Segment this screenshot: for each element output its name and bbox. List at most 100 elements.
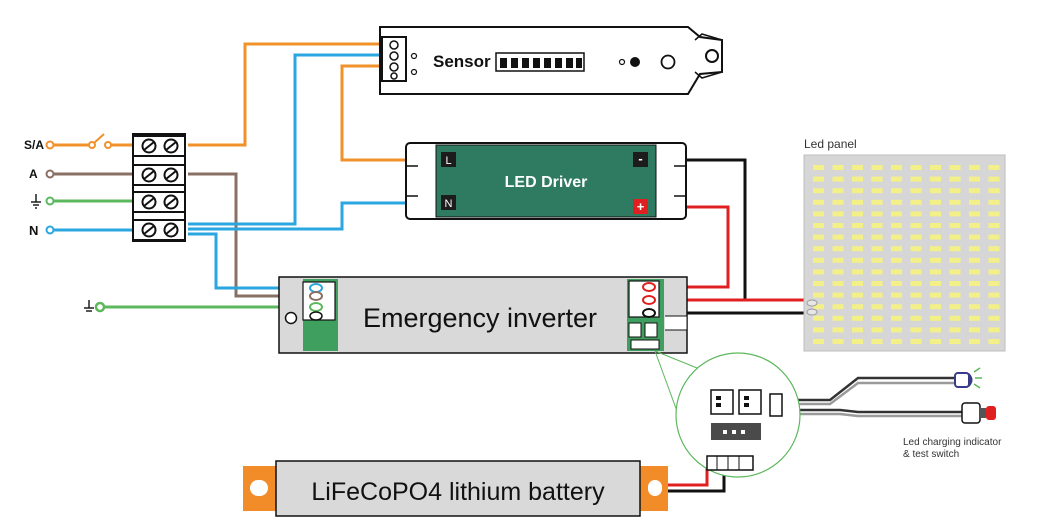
driver-terminal-l-label: L bbox=[445, 155, 451, 167]
led-chip bbox=[988, 246, 1000, 252]
led-chip bbox=[871, 281, 883, 286]
led-chip bbox=[949, 199, 961, 205]
led-chip bbox=[813, 339, 824, 344]
led-chip bbox=[910, 269, 922, 275]
led-chip bbox=[910, 246, 922, 252]
led-chip bbox=[852, 292, 863, 298]
led-chip bbox=[930, 176, 941, 182]
led-chip bbox=[910, 327, 922, 333]
led-chip bbox=[988, 257, 1000, 263]
led-chip bbox=[969, 234, 980, 240]
led-chip bbox=[969, 269, 980, 275]
led-chip bbox=[891, 292, 902, 298]
led-chip bbox=[871, 257, 883, 263]
led-chip bbox=[813, 199, 824, 205]
led-chip bbox=[832, 176, 844, 182]
inverter-earth-terminal bbox=[94, 301, 106, 313]
panel-label: Led panel bbox=[804, 137, 857, 151]
led-chip bbox=[930, 315, 941, 321]
led-chip bbox=[871, 304, 883, 310]
earth-icon bbox=[31, 194, 41, 209]
driver-terminal-plus bbox=[633, 199, 648, 214]
led-chip bbox=[871, 176, 883, 182]
led-chip bbox=[910, 176, 922, 182]
led-chip bbox=[813, 234, 824, 240]
terminal-block-row bbox=[132, 191, 186, 213]
led-chip bbox=[871, 165, 883, 170]
led-chip bbox=[949, 281, 961, 286]
led-chip bbox=[813, 165, 824, 170]
led-chip bbox=[852, 327, 863, 333]
led-chip bbox=[813, 257, 824, 263]
led-chip bbox=[930, 327, 941, 333]
led-chip bbox=[832, 269, 844, 275]
led-chip bbox=[949, 257, 961, 263]
led-chip bbox=[969, 304, 980, 310]
wire-indicator bbox=[782, 376, 962, 418]
led-chip bbox=[988, 165, 1000, 170]
led-chip bbox=[969, 281, 980, 286]
driver-terminal-minus-label: - bbox=[638, 151, 642, 166]
led-chip bbox=[930, 199, 941, 205]
led-chip bbox=[891, 339, 902, 344]
led-chip bbox=[910, 257, 922, 263]
led-chip bbox=[969, 292, 980, 298]
led-chip bbox=[832, 211, 844, 217]
led-chip bbox=[813, 292, 824, 298]
led-chip bbox=[988, 199, 1000, 205]
led-chip bbox=[852, 304, 863, 310]
driver-terminal-n bbox=[441, 195, 456, 210]
led-chip bbox=[813, 269, 824, 275]
sensor-lens-icon bbox=[630, 57, 640, 67]
led-chip bbox=[852, 165, 863, 170]
led-chip bbox=[852, 199, 863, 205]
led-chip bbox=[891, 269, 902, 275]
led-chip bbox=[949, 327, 961, 333]
led-chip bbox=[813, 315, 824, 321]
led-chip bbox=[832, 188, 844, 194]
led-chip bbox=[988, 269, 1000, 275]
led-chip bbox=[910, 223, 922, 228]
led-chip bbox=[930, 269, 941, 275]
led-chip bbox=[969, 199, 980, 205]
led-chip bbox=[949, 165, 961, 170]
led-chip bbox=[930, 223, 941, 228]
led-chip bbox=[852, 246, 863, 252]
led-chip bbox=[832, 246, 844, 252]
led-chip bbox=[891, 327, 902, 333]
led-chip bbox=[813, 327, 824, 333]
led-chip bbox=[969, 211, 980, 217]
sensor-label: Sensor bbox=[433, 52, 491, 71]
led-chip bbox=[891, 223, 902, 228]
led-chip bbox=[832, 327, 844, 333]
led-chip bbox=[832, 281, 844, 286]
led-chip bbox=[871, 339, 883, 344]
led-chip bbox=[832, 315, 844, 321]
led-chip bbox=[949, 292, 961, 298]
led-chip bbox=[969, 188, 980, 194]
led-chip bbox=[969, 246, 980, 252]
led-chip bbox=[832, 292, 844, 298]
led-chip bbox=[832, 304, 844, 310]
led-chip bbox=[813, 246, 824, 252]
led-chip bbox=[832, 234, 844, 240]
led-chip bbox=[813, 176, 824, 182]
terminal-block-row bbox=[132, 164, 186, 186]
charging-led-icon bbox=[954, 367, 982, 389]
led-chip bbox=[832, 257, 844, 263]
led-chip bbox=[969, 315, 980, 321]
led-chip bbox=[910, 281, 922, 286]
dip-switch-icon bbox=[495, 52, 585, 72]
battery-label: LiFeCoPO4 lithium battery bbox=[311, 478, 605, 506]
led-chip bbox=[930, 211, 941, 217]
led-chip bbox=[891, 281, 902, 286]
led-chip bbox=[891, 315, 902, 321]
led-chip bbox=[988, 211, 1000, 217]
led-chip bbox=[910, 339, 922, 344]
led-chip bbox=[969, 176, 980, 182]
led-chip bbox=[832, 165, 844, 170]
led-chip bbox=[871, 188, 883, 194]
led-chip bbox=[891, 304, 902, 310]
led-chip bbox=[852, 234, 863, 240]
led-chip bbox=[910, 165, 922, 170]
